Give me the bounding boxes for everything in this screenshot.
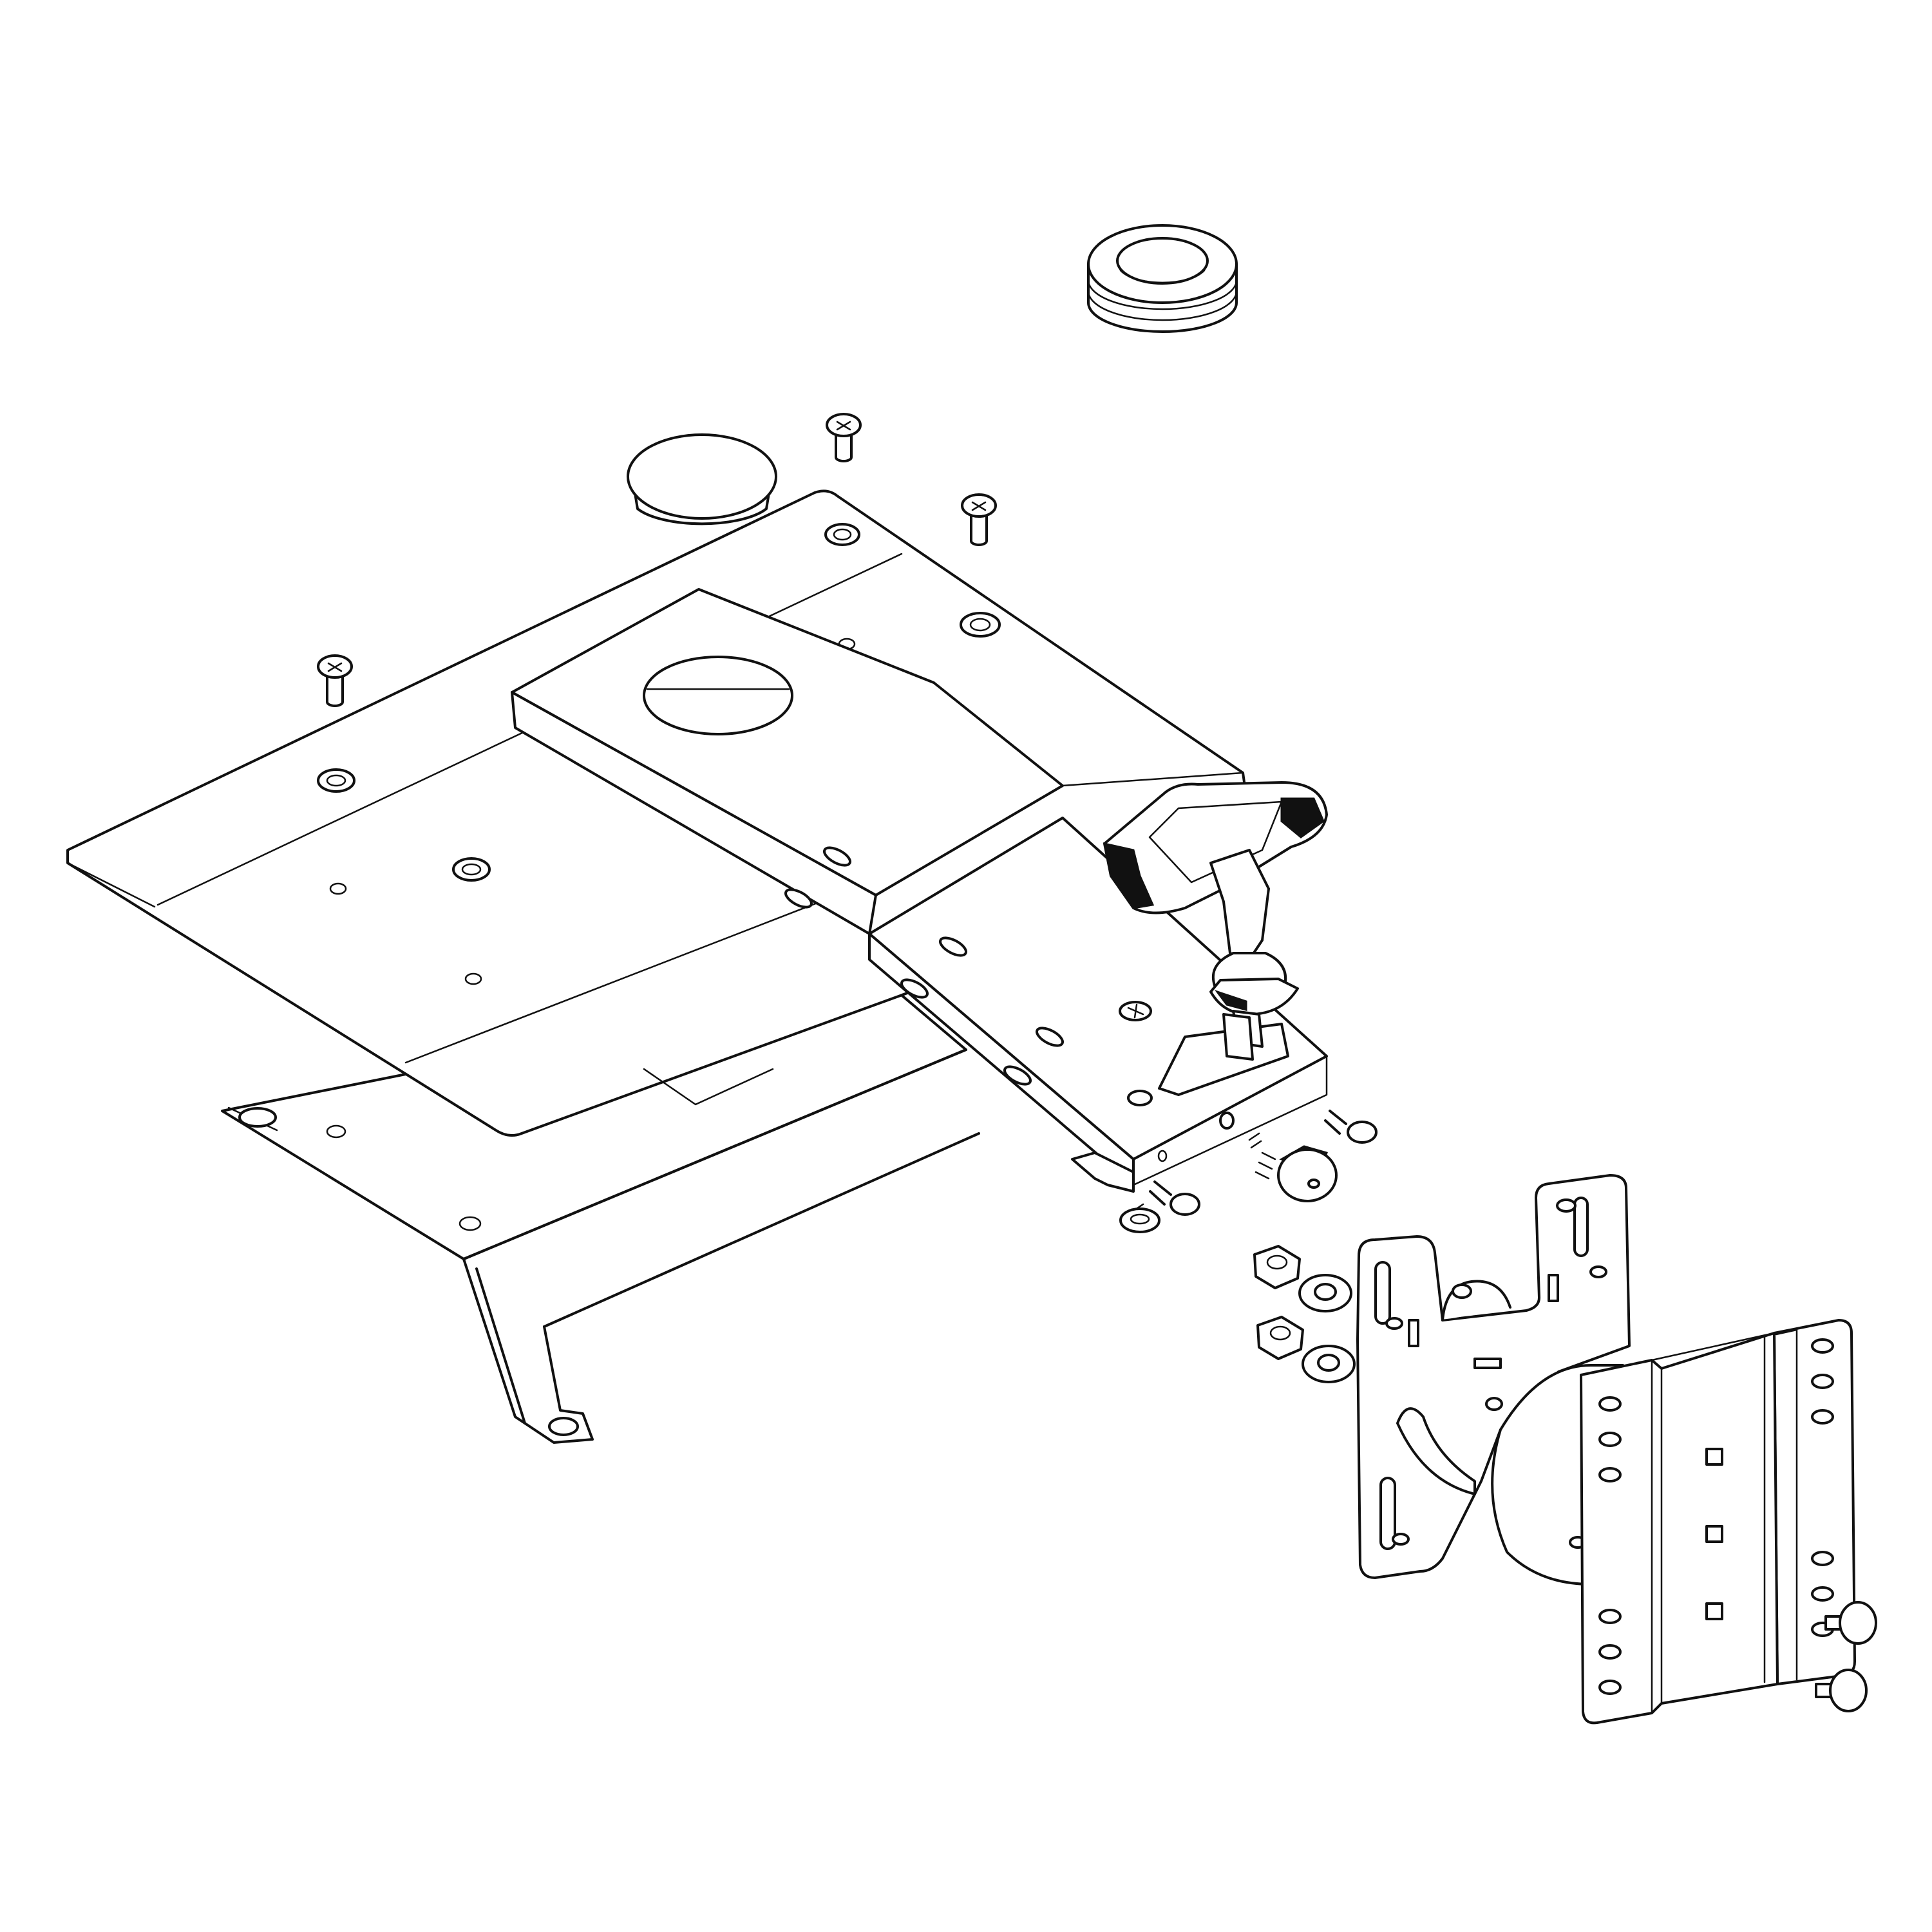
grommet bbox=[1087, 224, 1238, 333]
t-handle-clamp-knob bbox=[1103, 781, 1328, 1061]
small-bolt bbox=[1149, 1180, 1200, 1216]
phillips-screw bbox=[826, 413, 862, 462]
flat-washer bbox=[1302, 1345, 1356, 1383]
rubber-bumper bbox=[1255, 1145, 1338, 1202]
thumb-screw bbox=[1815, 1669, 1868, 1712]
hex-nut bbox=[1253, 1245, 1301, 1289]
small-bolt bbox=[1324, 1110, 1378, 1144]
small-bolt bbox=[1248, 1132, 1262, 1149]
phillips-screw bbox=[961, 493, 997, 546]
hole-plug-cap bbox=[627, 433, 777, 526]
small-bolt bbox=[1119, 1203, 1160, 1233]
phillips-screw bbox=[317, 654, 353, 707]
hex-nut bbox=[1256, 1316, 1304, 1360]
flat-washer bbox=[1298, 1274, 1352, 1312]
adapter-plate bbox=[1580, 1319, 1856, 1725]
lower-frame-bracket bbox=[221, 978, 980, 1444]
tilt-bracket bbox=[1356, 1174, 1631, 1586]
thumb-screw bbox=[1824, 1601, 1877, 1645]
